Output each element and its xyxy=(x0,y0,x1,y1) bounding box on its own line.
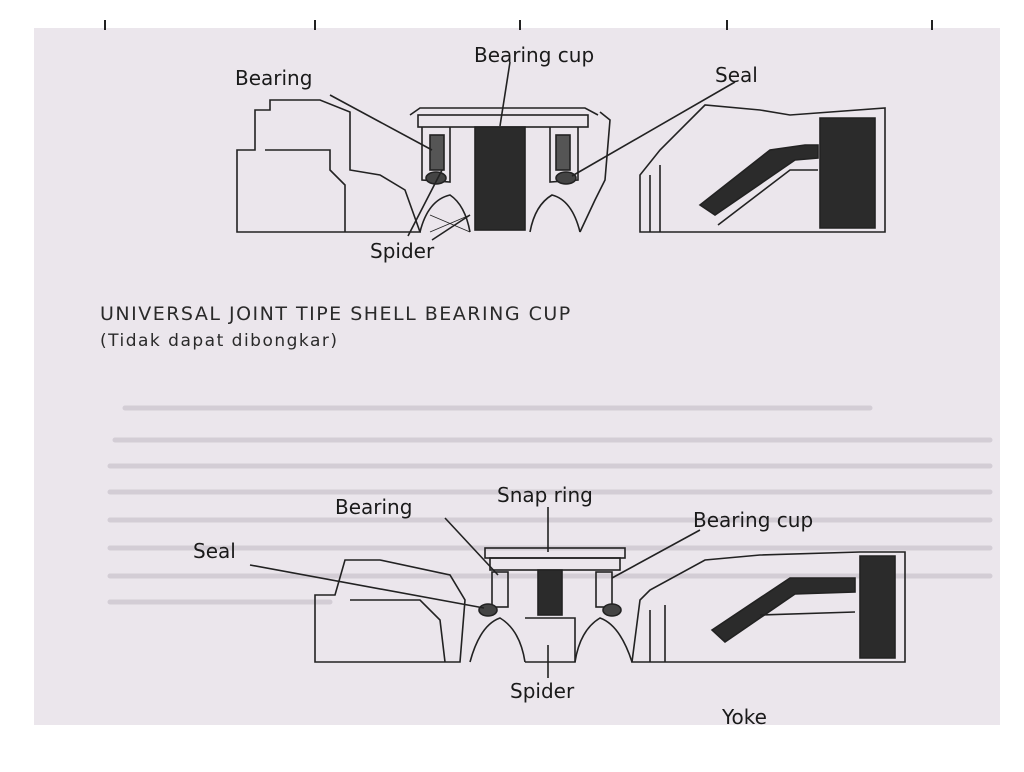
bottom-diagonal-line xyxy=(759,611,856,616)
label-bearing-bottom: Bearing xyxy=(335,495,412,519)
label-bearing-cup-bottom: Bearing cup xyxy=(693,508,813,532)
top-diagonal-band xyxy=(698,144,819,216)
top-spider-hatch xyxy=(429,214,471,233)
bottom-left-yoke-detail xyxy=(350,599,446,663)
leader-bearing-top xyxy=(329,94,433,151)
bottom-right-yoke xyxy=(631,551,906,663)
bottom-diagonal-band xyxy=(710,577,856,644)
top-diagonal-line xyxy=(717,169,818,226)
bottom-right-yoke-lines xyxy=(649,605,666,662)
label-bearing-cup-top: Bearing cup xyxy=(474,43,594,67)
label-seal-bottom: Seal xyxy=(193,539,236,563)
bottom-spider-right xyxy=(574,617,633,663)
leader-bearing-cup-top xyxy=(499,61,511,127)
top-shaft xyxy=(819,117,876,229)
top-right-housing-a xyxy=(579,111,611,233)
bottom-bearing-left xyxy=(491,571,509,608)
bottom-shaft xyxy=(859,555,896,659)
label-seal-top: Seal xyxy=(715,63,758,87)
bottom-journal xyxy=(537,569,563,616)
bottom-figure xyxy=(249,507,906,678)
leader-seal-bottom xyxy=(249,564,485,609)
bottom-seal-right xyxy=(602,603,622,617)
top-spider-right xyxy=(529,194,581,233)
leader-seal2-top xyxy=(407,169,443,237)
leader-bearing-cup-bottom xyxy=(611,529,701,579)
leader-bearing-bottom xyxy=(444,517,499,576)
label-yoke-bottom: Yoke xyxy=(721,705,767,729)
leader-spider-top xyxy=(431,214,471,241)
label-bearing-top: Bearing xyxy=(235,66,312,90)
label-spider-bottom: Spider xyxy=(510,679,575,703)
caption-subtitle: (Tidak dapat dibongkar) xyxy=(100,331,339,351)
top-left-yoke xyxy=(236,99,422,233)
top-left-yoke-detail xyxy=(265,149,346,232)
top-seal-left xyxy=(425,171,447,185)
top-seal-right xyxy=(555,171,577,185)
label-snap-ring-bottom: Snap ring xyxy=(497,483,593,507)
top-right-yoke xyxy=(639,104,886,233)
bottom-seal-left xyxy=(478,603,498,617)
top-tick-marks xyxy=(104,20,933,30)
top-figure xyxy=(236,61,886,241)
bottom-spider-center xyxy=(525,617,576,663)
top-bearing-right xyxy=(555,134,571,171)
top-bearing-left xyxy=(429,134,445,171)
leader-seal-top xyxy=(571,81,736,177)
top-right-yoke-lines xyxy=(649,165,661,232)
bottom-left-yoke xyxy=(314,559,466,663)
label-spider-top: Spider xyxy=(370,239,435,263)
top-journal xyxy=(474,126,526,231)
caption-title: UNIVERSAL JOINT TIPE SHELL BEARING CUP xyxy=(100,303,572,325)
bottom-spider-left xyxy=(469,617,526,663)
